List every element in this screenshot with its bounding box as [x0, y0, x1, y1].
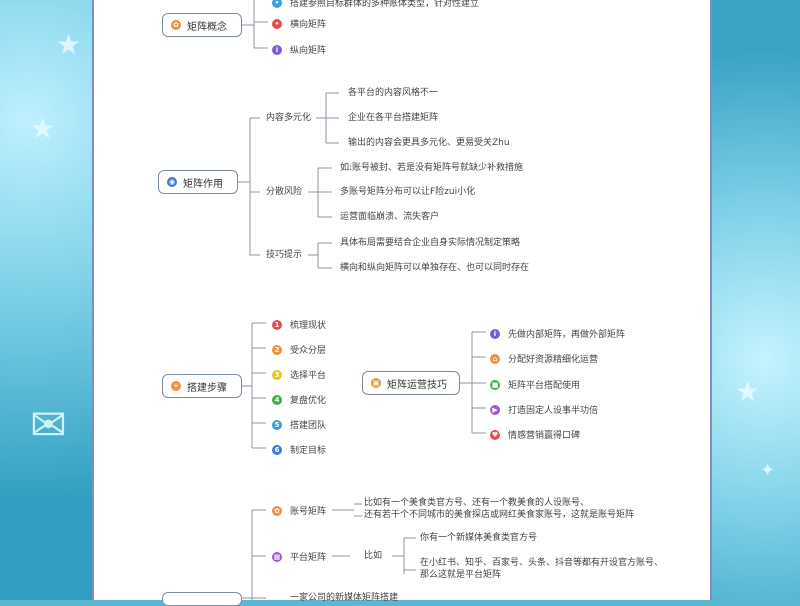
- list-item: • 横向矩阵: [272, 17, 326, 30]
- tip-label: 分配好资源精细化运营: [508, 355, 599, 365]
- subnode-label: 技巧提示: [266, 250, 303, 260]
- leaf-text: 你有一个新媒体美食类官方号: [420, 533, 538, 543]
- star-icon: ★: [735, 375, 761, 408]
- tip-label: 矩阵平台搭配使用: [508, 381, 581, 391]
- leaf-text: 那么这就是平台矩阵: [420, 570, 502, 580]
- tip-label: 先做内部矩阵，再做外部矩阵: [508, 330, 626, 340]
- left-background: [0, 0, 92, 600]
- connector-lines: [237, 0, 486, 600]
- step-item: 3 选择平台: [272, 368, 326, 381]
- step-item: 6 制定目标: [272, 443, 326, 456]
- step-label: 复盘优化: [290, 396, 327, 406]
- subnode-label: 内容多元化: [266, 113, 312, 123]
- example-label: 比如: [364, 551, 383, 561]
- number-1-icon: 1: [272, 319, 282, 330]
- number-3-icon: 3: [272, 369, 282, 380]
- tip-label: 打造固定人设事半功倍: [508, 406, 599, 416]
- tip-item: ♥ 情感营销赢得口碑: [490, 428, 580, 441]
- leaf-text: 如:账号被封、若是没有矩阵号就缺少补救措施: [340, 163, 524, 173]
- right-background: [712, 0, 800, 600]
- node-label: 平台矩阵: [290, 553, 327, 563]
- leaf-text: 输出的内容会更具多元化、更易受关Zhu: [348, 138, 510, 148]
- leaf-text: 运营面临崩溃、流失客户: [340, 212, 440, 222]
- gift-icon: ✉: [30, 400, 67, 451]
- home-icon: ⌂: [490, 353, 500, 364]
- circle-icon: i: [272, 44, 282, 55]
- step-label: 制定目标: [290, 446, 327, 456]
- leaf-text: 横向和纵向矩阵可以单独存在、也可以同时存在: [340, 263, 530, 273]
- subnode-label: 分散风险: [266, 187, 303, 197]
- node-build-steps[interactable]: ☀ 搭建步骤: [162, 374, 242, 398]
- node-bottom-partial[interactable]: [162, 592, 242, 606]
- leaf-text: 企业在各平台搭建矩阵: [348, 113, 439, 123]
- number-6-icon: 6: [272, 444, 282, 455]
- tip-item: ■ 矩阵平台搭配使用: [490, 378, 580, 391]
- star-icon: ★: [56, 28, 82, 61]
- step-label: 搭建团队: [290, 421, 327, 431]
- gear-icon: ✿: [272, 505, 282, 516]
- heart-icon: ♥: [490, 429, 500, 440]
- leaf-text: 在小红书、知乎、百家号、头条、抖音等都有开设官方账号、: [420, 558, 664, 568]
- node-matrix-ops-tips[interactable]: ▣ 矩阵运营技巧: [362, 371, 460, 395]
- node-label: 搭建步骤: [187, 382, 227, 394]
- gear-icon: ✿: [171, 20, 181, 30]
- mindmap-canvas: • 搭建参照目标群体的多种账体类型，针对性建立 • 横向矩阵 i 纵向矩阵 ✿ …: [92, 0, 712, 606]
- node-matrix-function[interactable]: ◉ 矩阵作用: [158, 170, 238, 194]
- circle-icon: •: [272, 18, 282, 29]
- node-matrix-concept[interactable]: ✿ 矩阵概念: [162, 13, 242, 37]
- step-label: 梳理现状: [290, 321, 327, 331]
- number-5-icon: 5: [272, 419, 282, 430]
- item-label: 横向矩阵: [290, 20, 327, 30]
- star-icon: ✦: [760, 460, 776, 481]
- circle-icon: •: [272, 0, 282, 8]
- tip-item: ⌂ 分配好资源精细化运营: [490, 352, 598, 365]
- info-icon: i: [490, 328, 500, 339]
- node-label: 账号矩阵: [290, 507, 327, 517]
- tip-item: i 先做内部矩阵，再做外部矩阵: [490, 327, 625, 340]
- leaf-text: 各平台的内容风格不一: [348, 88, 439, 98]
- eye-icon: ◉: [167, 177, 177, 187]
- leaf-text: 比如有一个美食类官方号、还有一个教美食的人设账号、: [364, 498, 590, 508]
- star-icon: ★: [30, 112, 56, 145]
- item-label: 纵向矩阵: [290, 46, 327, 56]
- number-4-icon: 4: [272, 394, 282, 405]
- number-2-icon: 2: [272, 344, 282, 355]
- partial-top-text: • 搭建参照目标群体的多种账体类型，针对性建立: [272, 0, 479, 9]
- node-label: 矩阵作用: [183, 178, 223, 190]
- node-label: 矩阵运营技巧: [387, 379, 447, 391]
- step-item: 2 受众分层: [272, 343, 326, 356]
- partial-label: 搭建参照目标群体的多种账体类型，针对性建立: [290, 0, 480, 9]
- leaf-text: 具体布局需要结合企业自身实际情况制定策略: [340, 238, 521, 248]
- lock-icon: ■: [490, 379, 500, 390]
- briefcase-icon: ▣: [371, 378, 381, 388]
- step-label: 选择平台: [290, 371, 327, 381]
- node-label: 矩阵概念: [187, 21, 227, 33]
- flag-icon: ▶: [490, 404, 500, 415]
- tip-item: ▶ 打造固定人设事半功倍: [490, 403, 598, 416]
- step-item: 5 搭建团队: [272, 418, 326, 431]
- step-item: 4 复盘优化: [272, 393, 326, 406]
- platform-matrix-node: ▦ 平台矩阵: [272, 550, 326, 563]
- leaf-text-partial: 一家公司的新媒体矩阵搭建: [290, 593, 399, 603]
- leaf-text: 多账号矩阵分布可以让F险zui小化: [340, 187, 476, 197]
- step-item: 1 梳理现状: [272, 318, 326, 331]
- lightbulb-icon: ☀: [171, 381, 181, 391]
- tip-label: 情感营销赢得口碑: [508, 431, 581, 441]
- grid-icon: ▦: [272, 551, 282, 562]
- leaf-text: 还有若干个不同城市的美食探店或网红美食家账号，这就是账号矩阵: [364, 510, 635, 520]
- step-label: 受众分层: [290, 346, 327, 356]
- account-matrix-node: ✿ 账号矩阵: [272, 504, 326, 517]
- list-item: i 纵向矩阵: [272, 43, 326, 56]
